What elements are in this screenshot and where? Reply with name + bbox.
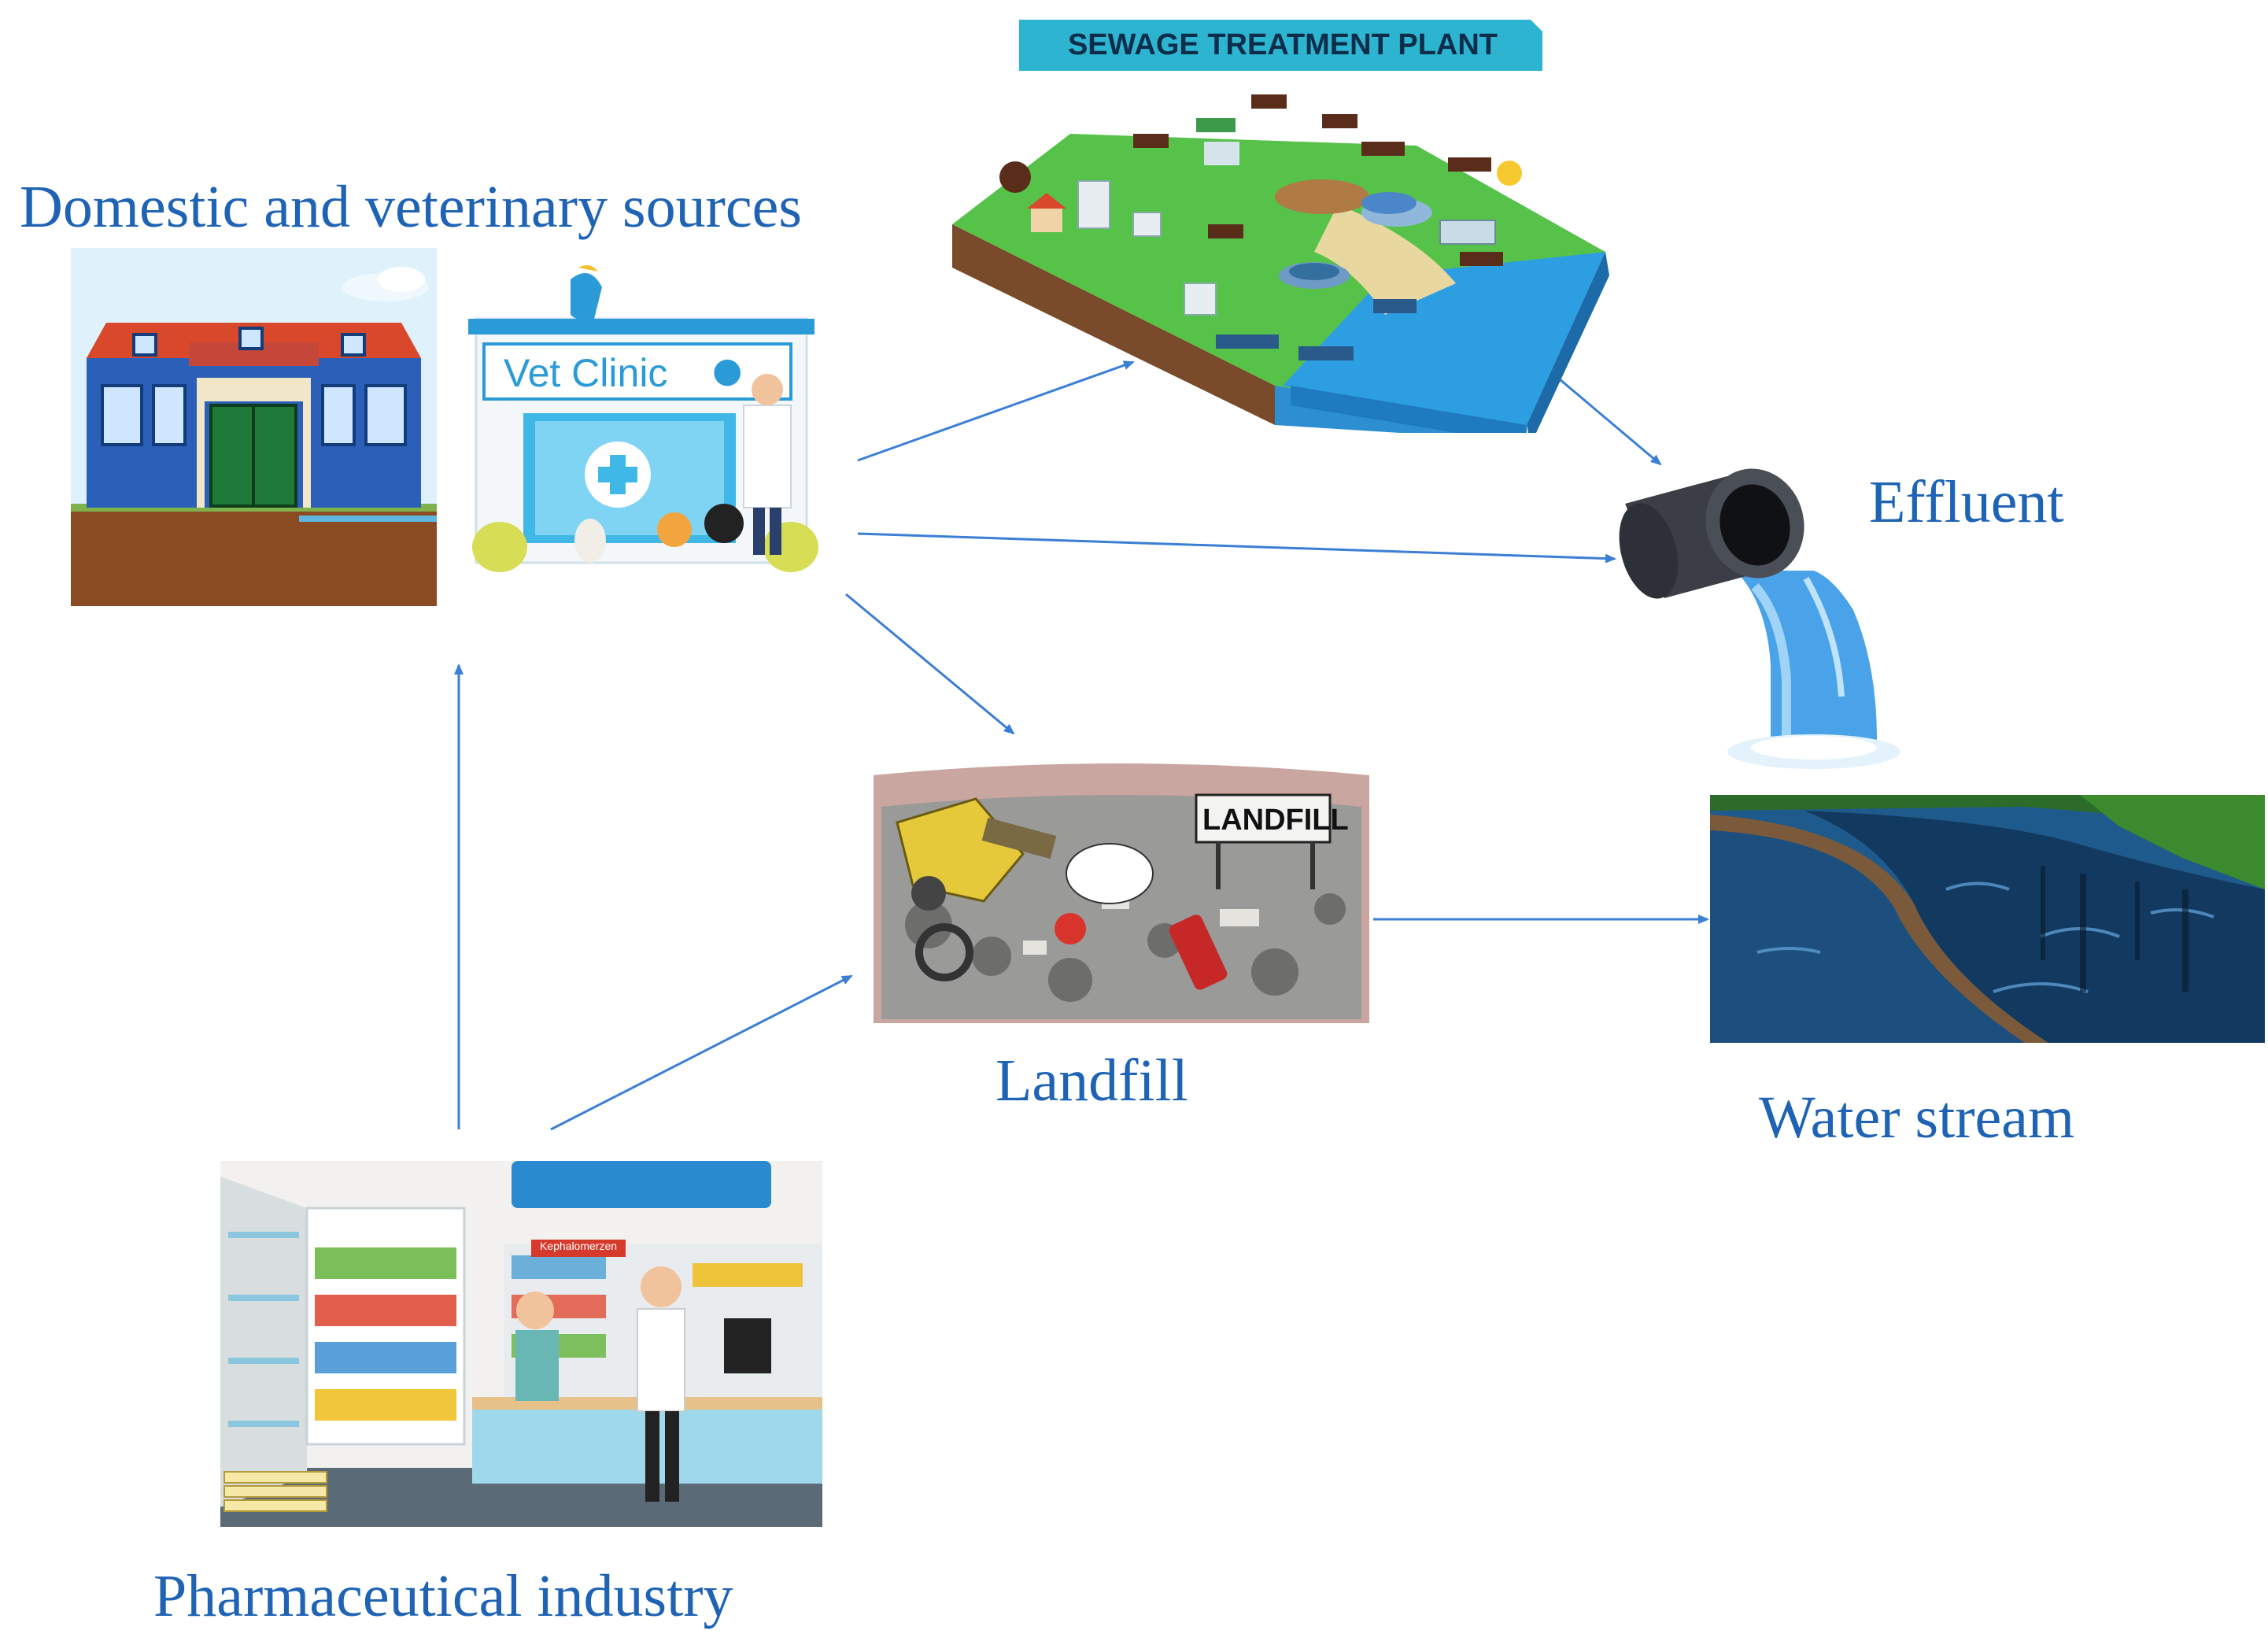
water-stream-illustration xyxy=(1710,795,2265,1043)
vet-clinic-sign: Vet Clinic xyxy=(504,351,668,395)
arrow-domestic-to-sewage xyxy=(857,360,1135,462)
label-landfill: Landfill xyxy=(995,1048,1188,1114)
label-domestic-sources: Domestic and veterinary sources xyxy=(20,174,802,240)
arrow-pharma-to-landfill xyxy=(550,974,853,1131)
sewage-treatment-plant-illustration: SEWAGE TREATMENT PLANT xyxy=(944,16,1609,433)
house-illustration xyxy=(71,248,437,606)
pharmacy-counter-sign: Kephalomerzen xyxy=(539,1240,618,1252)
vet-clinic-illustration: Vet Clinic ● xyxy=(460,264,830,590)
pharmacy-illustration: Kephalomerzen xyxy=(220,1161,822,1527)
arrow-domestic-to-landfill xyxy=(845,593,1015,735)
label-water-stream: Water stream xyxy=(1759,1085,2075,1151)
landfill-illustration: LANDFILL xyxy=(866,752,1373,1027)
label-effluent: Effluent xyxy=(1869,469,2064,535)
sewage-banner-title: SEWAGE TREATMENT PLANT xyxy=(1067,28,1498,61)
effluent-pipe-illustration xyxy=(1617,460,1924,775)
paw-icon: ● xyxy=(712,350,743,390)
landfill-sign: LANDFILL xyxy=(1202,804,1349,837)
label-pharmaceutical-industry: Pharmaceutical industry xyxy=(153,1563,733,1629)
arrow-domestic-to-effluent xyxy=(857,532,1616,564)
